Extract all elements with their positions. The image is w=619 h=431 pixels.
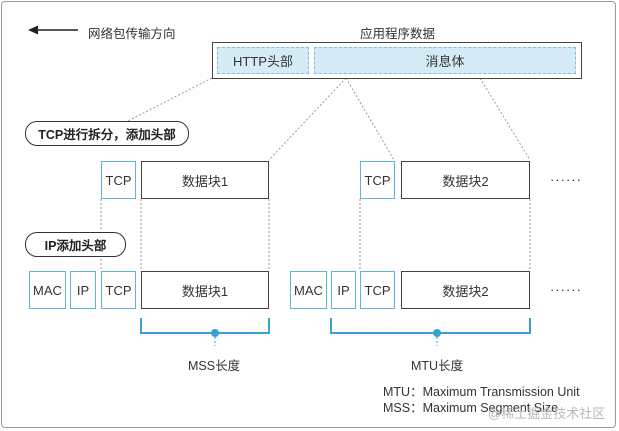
- tcp-header-box: TCP: [101, 271, 136, 309]
- direction-label: 网络包传输方向: [88, 27, 176, 41]
- ip-header-box: IP: [70, 271, 96, 309]
- tcp-header-box: TCP: [360, 161, 395, 199]
- ellipsis: ······: [550, 172, 582, 187]
- http-header-box: HTTP头部: [217, 47, 309, 74]
- mss-bracket: [140, 318, 270, 346]
- app-data-title: 应用程序数据: [360, 27, 436, 41]
- data-block-1: 数据块1: [141, 161, 269, 199]
- ellipsis: ······: [550, 282, 582, 297]
- mac-header-box: MAC: [290, 271, 327, 309]
- data-block-2: 数据块2: [401, 161, 530, 199]
- mss-length-label: MSS长度: [188, 359, 241, 373]
- mac-header-box: MAC: [29, 271, 66, 309]
- legend-mss: MSS：Maximum Segment Size: [383, 401, 559, 415]
- mtu-bracket: [330, 318, 531, 346]
- data-block-1: 数据块1: [141, 271, 269, 309]
- left-arrow-icon: [28, 25, 78, 35]
- tcp-header-box: TCP: [360, 271, 395, 309]
- mtu-length-label: MTU长度: [411, 359, 464, 373]
- watermark: @稀土掘金技术社区: [488, 406, 606, 421]
- ip-header-box: IP: [331, 271, 356, 309]
- message-body-box: 消息体: [314, 47, 576, 74]
- legend-mtu: MTU：Maximum Transmission Unit: [383, 385, 580, 399]
- tcp-header-box: TCP: [101, 161, 136, 199]
- data-block-2: 数据块2: [401, 271, 530, 309]
- ip-add-label: IP添加头部: [25, 232, 126, 257]
- tcp-split-label: TCP进行拆分，添加头部: [25, 121, 189, 146]
